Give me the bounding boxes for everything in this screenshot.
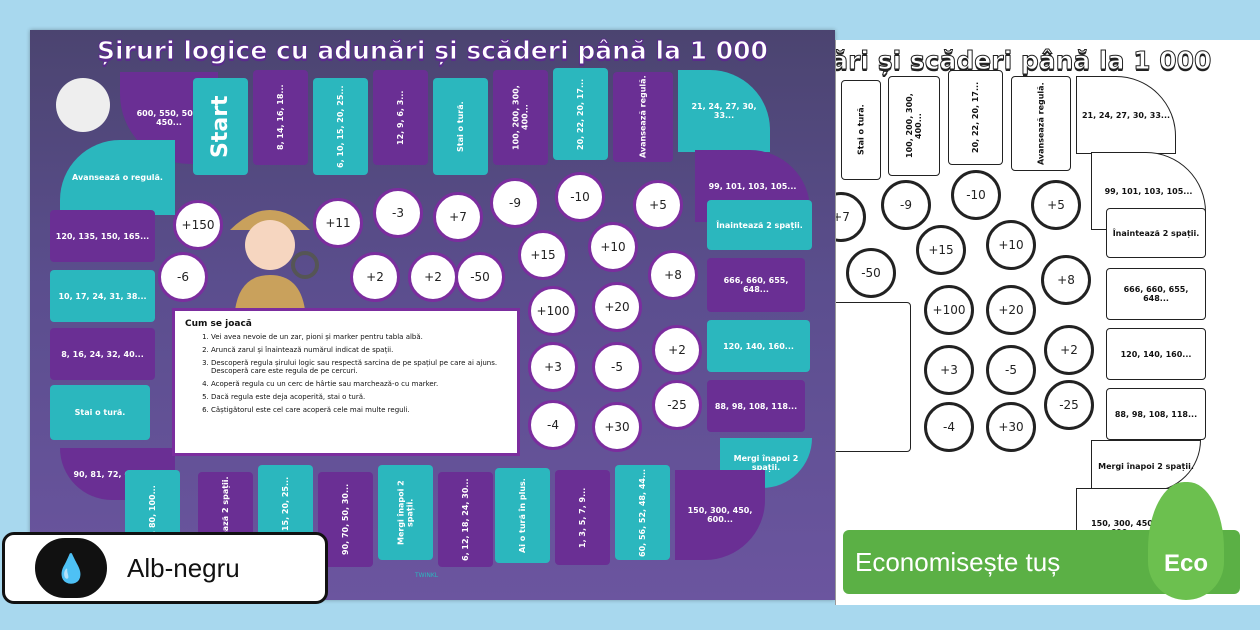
- tile: 20, 22, 20, 17...: [948, 70, 1003, 165]
- tile: 666, 660, 655, 648...: [1106, 268, 1206, 320]
- circle-space: +5: [633, 180, 683, 230]
- circle-space: +30: [986, 402, 1036, 452]
- tile: Avansează regulă.: [1011, 76, 1071, 171]
- tile: 1, 3, 5, 7, 9...: [555, 470, 610, 565]
- circle-space: +7: [433, 192, 483, 242]
- instruction-step: Vei avea nevoie de un zar, pioni și mark…: [211, 333, 507, 341]
- tile: 8, 14, 16, 18...: [253, 70, 308, 165]
- leaf-icon: Eco: [1148, 482, 1224, 600]
- tile: 120, 140, 160...: [707, 320, 810, 372]
- moon-illustration: [56, 78, 110, 132]
- circle-space: +2: [652, 325, 702, 375]
- circle-space: +5: [1031, 180, 1081, 230]
- instruction-step: Aruncă zarul și înaintează numărul indic…: [211, 346, 507, 354]
- circle-space: +3: [528, 342, 578, 392]
- circle-space: -4: [528, 400, 578, 450]
- bw-board-title: Șiruri logice cu adunări și scăderi până…: [836, 46, 1212, 76]
- circle-space: -9: [881, 180, 931, 230]
- tile: 88, 98, 108, 118...: [1106, 388, 1206, 440]
- circle-space: -10: [555, 172, 605, 222]
- tile: 100, 200, 300, 400...: [888, 76, 940, 176]
- detective-illustration: [230, 210, 319, 310]
- tile: Stai o tură.: [50, 385, 150, 440]
- start-tile: Start: [193, 78, 248, 175]
- tile: 10, 17, 24, 31, 38...: [50, 270, 155, 322]
- game-board-color: Șiruri logice cu adunări și scăderi până…: [30, 30, 835, 600]
- tile: Mergi înapoi 2 spații.: [378, 465, 433, 560]
- tile: 666, 660, 655, 648...: [707, 258, 805, 312]
- circle-space: +8: [1041, 255, 1091, 305]
- tile: 120, 135, 150, 165...: [50, 210, 155, 262]
- circle-space: +3: [924, 345, 974, 395]
- circle-space: +2: [408, 252, 458, 302]
- circle-space: +10: [986, 220, 1036, 270]
- circle-space: -10: [951, 170, 1001, 220]
- tile: 60, 56, 52, 48, 44...: [615, 465, 670, 560]
- circle-space: +15: [518, 230, 568, 280]
- circle-space: -9: [490, 178, 540, 228]
- tile: 150, 300, 450, 600...: [675, 470, 765, 560]
- tile: Ai o tură în plus.: [495, 468, 550, 563]
- tile: Avansează o regulă.: [60, 140, 175, 215]
- eco-label: Economisește tuș: [855, 546, 1061, 577]
- tile: 20, 22, 20, 17...: [553, 68, 608, 160]
- circle-space: +15: [916, 225, 966, 275]
- tile: 21, 24, 27, 30, 33...: [678, 70, 770, 152]
- circle-space: +7: [836, 192, 866, 242]
- circle-space: -25: [652, 380, 702, 430]
- circle-space: -4: [924, 402, 974, 452]
- tile: 8, 16, 24, 32, 40...: [50, 328, 155, 380]
- circle-space: -5: [986, 345, 1036, 395]
- tile: 88, 98, 108, 118...: [707, 380, 805, 432]
- tile: Stai o tură.: [841, 80, 881, 180]
- instruction-step: Câștigătorul este cel care acoperă cele …: [211, 406, 507, 414]
- circle-space: +8: [648, 250, 698, 300]
- circle-space: -50: [846, 248, 896, 298]
- circle-space: -6: [158, 252, 208, 302]
- circle-space: +100: [528, 286, 578, 336]
- tile: Înaintează 2 spații.: [707, 200, 812, 250]
- instructions-box-outline: [836, 302, 911, 452]
- eco-leaf-label: Eco: [1163, 550, 1208, 577]
- tile: 21, 24, 27, 30, 33...: [1076, 76, 1176, 154]
- instruction-step: Descoperă regula șirului logic sau respe…: [211, 359, 507, 375]
- brand-logo: TWINKL: [415, 572, 439, 579]
- circle-space: +20: [592, 282, 642, 332]
- circle-space: +30: [592, 402, 642, 452]
- tile: 12, 9, 6, 3...: [373, 70, 428, 165]
- black-white-label: Alb-negru: [127, 552, 240, 583]
- circle-space: -50: [455, 252, 505, 302]
- board-title: Șiruri logice cu adunări și scăderi până…: [97, 36, 769, 66]
- circle-space: +20: [986, 285, 1036, 335]
- circle-space: -25: [1044, 380, 1094, 430]
- instructions-box: Cum se joacă Vei avea nevoie de un zar, …: [172, 308, 520, 456]
- tile: Înaintează 2 spații.: [1106, 208, 1206, 258]
- tile: 6, 10, 15, 20, 25...: [313, 78, 368, 175]
- instructions-heading: Cum se joacă: [185, 319, 252, 329]
- black-white-badge: 💧 Alb-negru: [2, 532, 328, 604]
- instruction-step: Dacă regula este deja acoperită, stai o …: [211, 393, 507, 401]
- circle-space: +2: [350, 252, 400, 302]
- game-board-black-white: Șiruri logice cu adunări și scăderi până…: [835, 40, 1260, 605]
- tile: 6, 12, 18, 24, 30...: [438, 472, 493, 567]
- tile: Stai o tură.: [433, 78, 488, 175]
- ink-drop-icon: 💧: [35, 538, 107, 598]
- circle-space: +11: [313, 198, 363, 248]
- tile: 100, 200, 300, 400...: [493, 70, 548, 165]
- circle-space: -5: [592, 342, 642, 392]
- circle-space: +10: [588, 222, 638, 272]
- circle-space: +2: [1044, 325, 1094, 375]
- instruction-step: Acoperă regula cu un cerc de hârtie sau …: [211, 380, 507, 388]
- circle-space: -3: [373, 188, 423, 238]
- tile: 120, 140, 160...: [1106, 328, 1206, 380]
- circle-space: +100: [924, 285, 974, 335]
- tile: Avansează regulă.: [613, 72, 673, 162]
- circle-space: +150: [173, 200, 223, 250]
